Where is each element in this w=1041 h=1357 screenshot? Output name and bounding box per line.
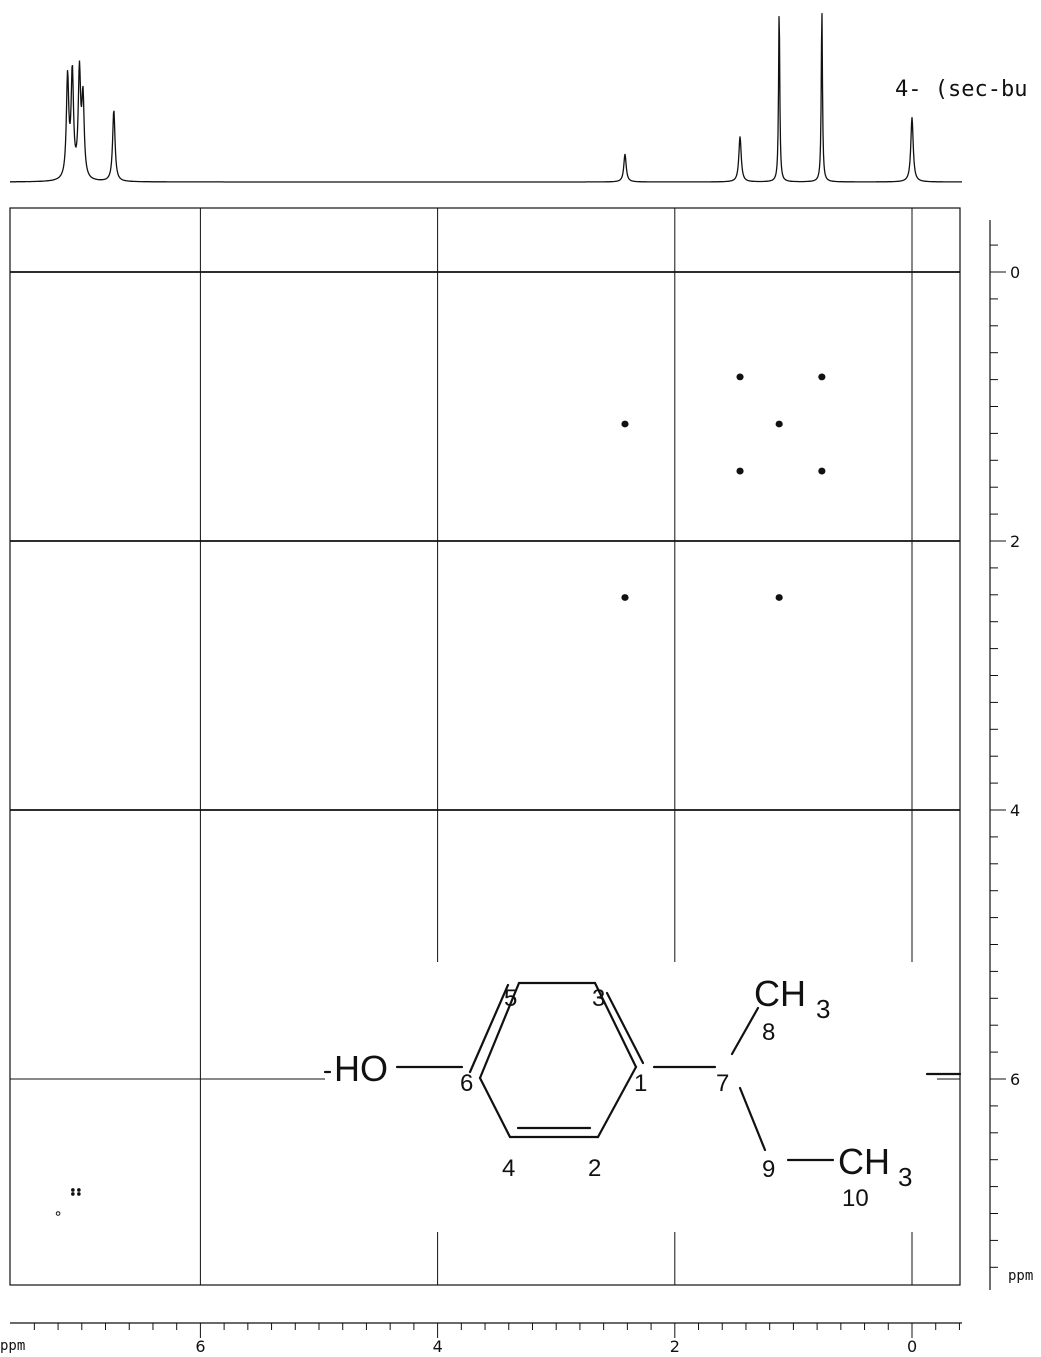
cross-peak: [736, 373, 744, 381]
atom-number-3: 3: [592, 985, 605, 1012]
x-minor-ticks: [33, 1323, 960, 1338]
molecule-backdrop: [325, 962, 937, 1232]
atom-number-4: 4: [502, 1155, 515, 1182]
x-tick-label: 2: [670, 1337, 680, 1356]
cross-peak: [818, 373, 826, 381]
y-tick-label: 4: [1010, 801, 1020, 820]
cross-peak: [621, 594, 629, 601]
cross-peak: [621, 420, 629, 428]
cross-peaks: [55, 373, 826, 1216]
y-tick-label: 2: [1010, 532, 1020, 551]
atom-number-1: 1: [634, 1070, 647, 1097]
atom-number-2: 2: [588, 1155, 601, 1182]
cross-peak: [736, 467, 744, 475]
y-tick-label: 0: [1010, 263, 1020, 282]
x-unit-label: ppm: [0, 1338, 25, 1354]
methyl-8-subscript: 3: [816, 994, 830, 1024]
cross-peak: [71, 1188, 81, 1196]
methyl-10-label: CH: [838, 1141, 890, 1182]
atom-number-9: 9: [762, 1156, 775, 1183]
projection-spectrum: [10, 13, 962, 183]
atom-number-7: 7: [716, 1070, 729, 1097]
y-tick-labels: 0 2 4 6: [1010, 263, 1020, 1089]
x-tick-label: 0: [907, 1337, 917, 1356]
cross-peak: [55, 1211, 61, 1216]
cross-peak: [775, 594, 783, 601]
methyl-10-subscript: 3: [898, 1162, 912, 1192]
cross-peak: [775, 420, 783, 428]
grid-horizontal: [10, 271, 960, 1080]
methyl-8-label: CH: [754, 973, 806, 1014]
cross-peak: [818, 467, 826, 475]
x-axis: 6 4 2 0 ppm: [0, 1322, 962, 1356]
x-tick-label: 6: [195, 1337, 205, 1356]
y-tick-label: 6: [1010, 1070, 1020, 1089]
plot-frame: [9, 207, 961, 1286]
projection-trace: [10, 13, 962, 183]
compound-title: 4- (sec-bu: [895, 77, 1027, 102]
hydroxyl-label: HO: [334, 1048, 388, 1089]
atom-number-5: 5: [504, 985, 517, 1012]
y-minor-ticks: [990, 244, 1006, 1268]
atom-number-10: 10: [842, 1185, 869, 1212]
atom-number-8: 8: [762, 1019, 775, 1046]
molecule-structure: [323, 981, 962, 1162]
molecule-labels: HO CH 3 CH 3 1 2 3 4 5 6 7 8 9 10: [334, 973, 912, 1212]
y-unit-label: ppm: [1008, 1268, 1033, 1284]
atom-number-6: 6: [460, 1070, 473, 1097]
x-tick-labels: 6 4 2 0: [195, 1337, 917, 1356]
y-axis: 0 2 4 6 ppm: [989, 220, 1033, 1290]
x-tick-label: 4: [433, 1337, 443, 1356]
